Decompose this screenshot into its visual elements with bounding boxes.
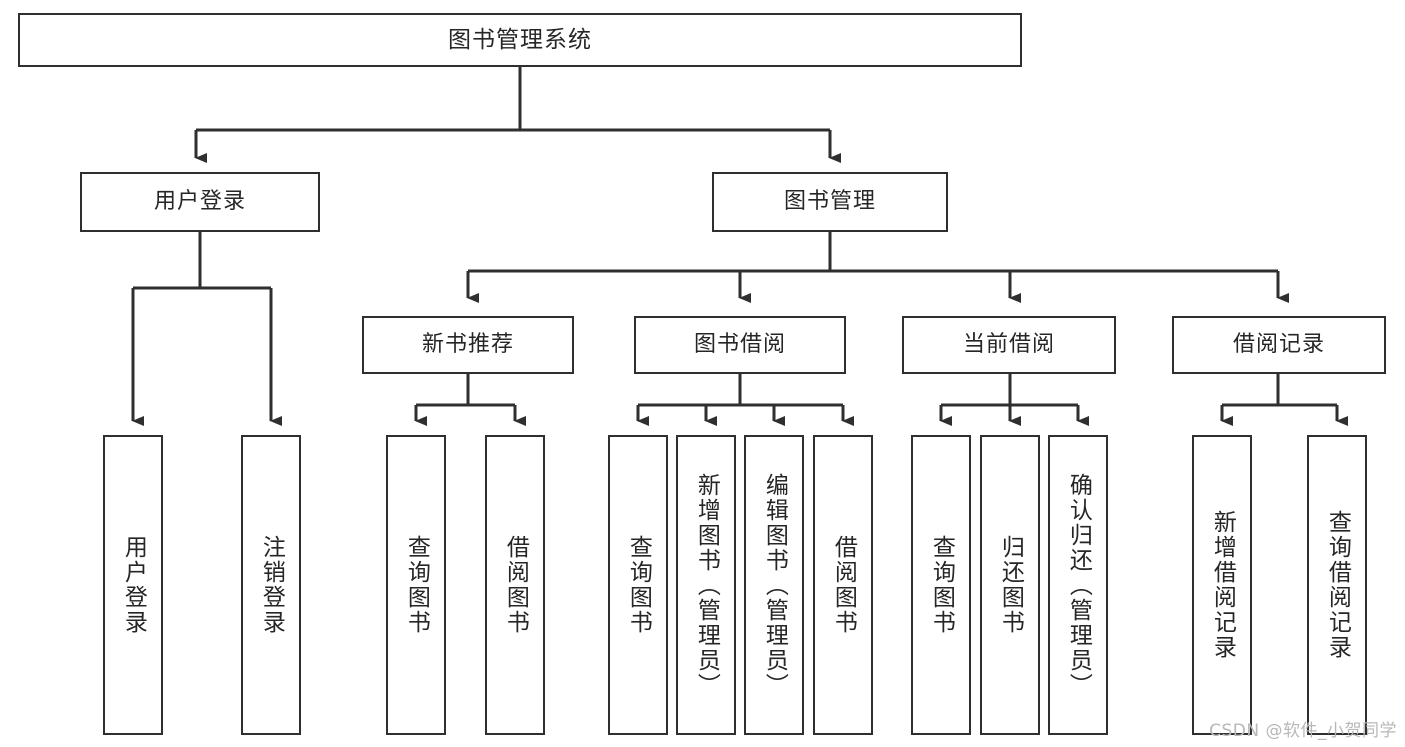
leaf-label: 查询图书 [625, 535, 652, 635]
node-borrow-record[interactable]: 借阅记录 [1172, 316, 1386, 374]
node-label: 图书借阅 [693, 332, 786, 358]
leaf-new-book-borrow-book[interactable]: 借阅图书 [485, 435, 545, 735]
leaf-label: 新增借阅记录 [1209, 510, 1236, 660]
leaf-user-login-logout[interactable]: 注销登录 [241, 435, 301, 735]
leaf-label: 查询借阅记录 [1324, 510, 1351, 660]
leaf-borrow-record-add-record[interactable]: 新增借阅记录 [1192, 435, 1252, 735]
leaf-user-login-login[interactable]: 用户登录 [103, 435, 163, 735]
leaf-label: 借阅图书 [502, 535, 529, 635]
node-book-management[interactable]: 图书管理 [712, 172, 948, 232]
node-label: 图书管理 [783, 189, 876, 215]
leaf-current-borrow-query-book[interactable]: 查询图书 [911, 435, 971, 735]
leaf-label: 确认归还（管理员） [1065, 472, 1092, 698]
leaf-current-borrow-return-book[interactable]: 归还图书 [980, 435, 1040, 735]
node-label: 当前借阅 [962, 332, 1055, 358]
leaf-book-borrow-add-book-admin[interactable]: 新增图书（管理员） [676, 435, 736, 735]
node-current-borrow[interactable]: 当前借阅 [902, 316, 1116, 374]
node-label: 新书推荐 [421, 332, 514, 358]
leaf-label: 归还图书 [997, 535, 1024, 635]
leaf-label: 新增图书（管理员） [693, 472, 720, 698]
leaf-book-borrow-query-book[interactable]: 查询图书 [608, 435, 668, 735]
leaf-new-book-query-book[interactable]: 查询图书 [386, 435, 446, 735]
csdn-watermark: CSDN @软件_小贺同学 [1209, 721, 1397, 741]
leaf-borrow-record-query-record[interactable]: 查询借阅记录 [1307, 435, 1367, 735]
node-label: 借阅记录 [1232, 332, 1325, 358]
node-new-book-recommend[interactable]: 新书推荐 [362, 316, 574, 374]
node-root-book-management-system[interactable]: 图书管理系统 [18, 13, 1022, 67]
node-user-login[interactable]: 用户登录 [80, 172, 320, 232]
leaf-book-borrow-edit-book-admin[interactable]: 编辑图书（管理员） [744, 435, 804, 735]
leaf-label: 查询图书 [928, 535, 955, 635]
node-book-borrow[interactable]: 图书借阅 [634, 316, 846, 374]
leaf-label: 查询图书 [403, 535, 430, 635]
leaf-label: 注销登录 [258, 535, 285, 635]
leaf-label: 用户登录 [120, 535, 147, 635]
node-label: 用户登录 [153, 189, 246, 215]
leaf-label: 借阅图书 [830, 535, 857, 635]
leaf-current-borrow-confirm-return-admin[interactable]: 确认归还（管理员） [1048, 435, 1108, 735]
leaf-book-borrow-borrow-book[interactable]: 借阅图书 [813, 435, 873, 735]
node-label: 图书管理系统 [448, 26, 592, 53]
leaf-label: 编辑图书（管理员） [761, 472, 788, 698]
